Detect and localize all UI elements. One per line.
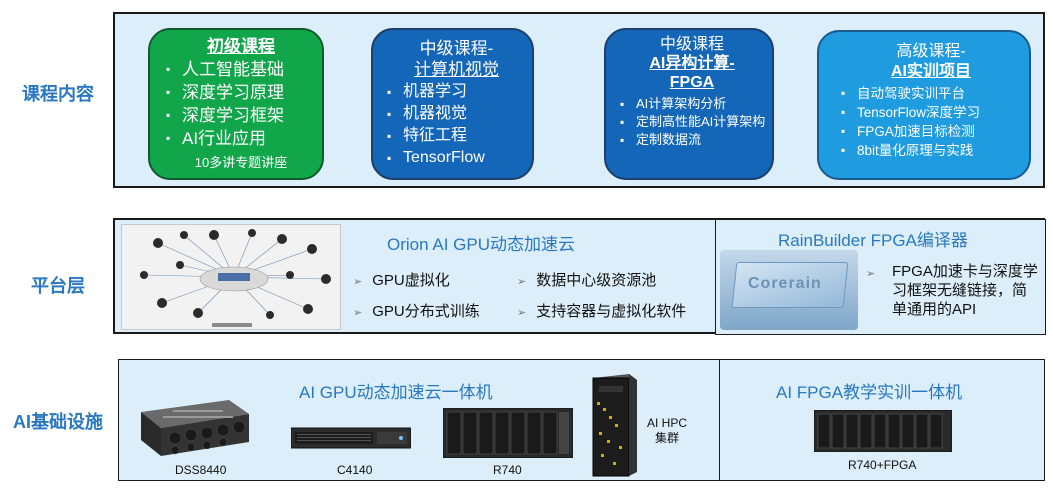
gpu-infra-title: AI GPU动态加速云一体机 xyxy=(299,383,493,402)
course-item: 特征工程 xyxy=(385,125,528,147)
course-title: 初级课程 xyxy=(207,37,275,56)
hpc-label: AI HPC集群 xyxy=(647,416,688,445)
server-caption: DSS8440 xyxy=(175,463,227,477)
orion-title: Orion AI GPU动态加速云 xyxy=(387,235,575,254)
course-item: 定制高性能AI计算架构 xyxy=(618,113,766,131)
course-item: AI计算架构分析 xyxy=(618,95,766,113)
orion-feature: ➢GPU虚拟化 xyxy=(353,272,450,289)
course-item: TensorFlow深度学习 xyxy=(839,103,1023,122)
course-item: 8bit量化原理与实践 xyxy=(839,141,1023,160)
dss8440-server-image xyxy=(133,394,253,460)
row-label-infra: AI基础设施 xyxy=(13,412,103,432)
fpga-infra-title: AI FPGA教学实训一体机 xyxy=(776,383,963,402)
r740-server-image xyxy=(442,407,574,459)
course-title: FPGA xyxy=(669,74,715,91)
fpga-chip-image: Corerain xyxy=(720,250,858,330)
arrow-right-icon: ➢ xyxy=(517,276,527,288)
server-caption: C4140 xyxy=(337,463,373,477)
course-item: TensorFlow xyxy=(385,147,528,169)
network-diagram-icon xyxy=(140,229,331,327)
fpga-infra-box: AI FPGA教学实训一体机 R740+FPGA xyxy=(719,359,1045,481)
hpc-tower-image xyxy=(589,372,639,478)
course-card-advanced: 高级课程- AI实训项目 自动驾驶实训平台 TensorFlow深度学习 FPG… xyxy=(817,30,1031,180)
course-title: AI实训项目 xyxy=(890,63,971,80)
courses-section: 初级课程 人工智能基础 深度学习原理 深度学习框架 AI行业应用 10多讲专题讲… xyxy=(113,12,1045,188)
row-label-courses: 课程内容 xyxy=(22,84,94,104)
orion-network-image xyxy=(121,224,341,330)
chip-brand: Corerain xyxy=(748,275,822,292)
course-item: 自动驾驶实训平台 xyxy=(839,84,1023,103)
course-card-fpga: 中级课程 AI异构计算- FPGA AI计算架构分析 定制高性能AI计算架构 定… xyxy=(604,28,774,180)
course-card-beginner: 初级课程 人工智能基础 深度学习原理 深度学习框架 AI行业应用 10多讲专题讲… xyxy=(148,28,324,180)
orion-feature: ➢数据中心级资源池 xyxy=(517,272,657,289)
orion-feature: ➢GPU分布式训练 xyxy=(353,303,480,320)
arrow-right-icon: ➢ xyxy=(866,268,876,280)
course-card-cv: 中级课程- 计算机视觉 机器学习 机器视觉 特征工程 TensorFlow xyxy=(371,28,534,180)
server-caption: R740 xyxy=(493,463,522,477)
server-caption: R740+FPGA xyxy=(848,458,917,472)
course-item: 深度学习原理 xyxy=(164,81,318,104)
course-title: 计算机视觉 xyxy=(414,60,499,79)
course-title: 高级课程- xyxy=(896,43,966,60)
course-item: 人工智能基础 xyxy=(164,58,318,81)
orion-feature: ➢支持容器与虚拟化软件 xyxy=(517,303,687,320)
course-item: 深度学习框架 xyxy=(164,104,318,127)
rainbuilder-desc: FPGA加速卡与深度学习框架无缝链接，简单通用的API xyxy=(892,263,1038,318)
c4140-server-image xyxy=(290,426,412,450)
course-item: 定制数据流 xyxy=(618,131,766,149)
course-extra: 10多讲专题讲座 xyxy=(194,155,288,170)
arrow-right-icon: ➢ xyxy=(353,307,363,319)
course-item: AI行业应用 xyxy=(164,127,318,150)
arrow-right-icon: ➢ xyxy=(353,276,363,288)
course-title: 中级课程 xyxy=(659,36,724,53)
platform-section: Orion AI GPU动态加速云 ➢GPU虚拟化 ➢数据中心级资源池 ➢GPU… xyxy=(113,218,1046,335)
course-item: FPGA加速目标检测 xyxy=(839,122,1023,141)
r740-fpga-server-image xyxy=(813,409,953,453)
rainbuilder-title: RainBuilder FPGA编译器 xyxy=(778,231,968,250)
row-label-platform: 平台层 xyxy=(31,276,85,296)
course-title: 中级课程- xyxy=(419,39,494,58)
course-title: AI异构计算- xyxy=(649,55,735,72)
infra-section: AI GPU动态加速云一体机 DSS8440 C4140 xyxy=(118,359,1045,481)
rainbuilder-box: RainBuilder FPGA编译器 Corerain ➢ FPGA加速卡与深… xyxy=(715,219,1046,335)
rainbuilder-arrow: ➢ xyxy=(866,264,885,281)
course-item: 机器学习 xyxy=(385,81,528,103)
course-item: 机器视觉 xyxy=(385,103,528,125)
arrow-right-icon: ➢ xyxy=(517,307,527,319)
